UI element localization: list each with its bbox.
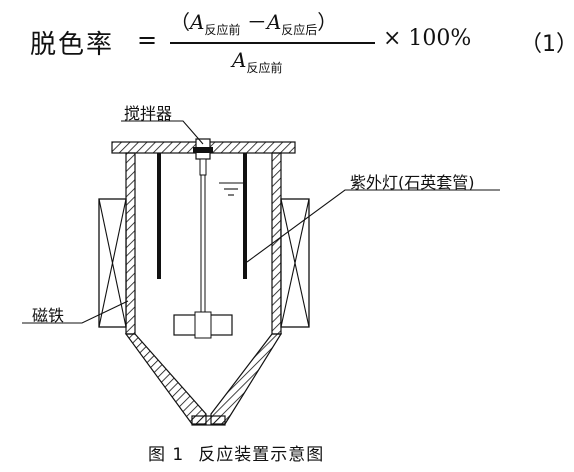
stirrer-hub xyxy=(194,311,212,339)
vessel-cone-right xyxy=(210,333,283,425)
numerator-close-paren: ） xyxy=(317,10,338,34)
label-magnet: 磁铁 xyxy=(32,306,65,325)
formula-denominator: A反应前 xyxy=(232,48,283,75)
uv-lamp-leader xyxy=(246,189,500,263)
fraction-bar xyxy=(170,42,375,44)
stirrer-coupling xyxy=(193,147,213,153)
vessel-outlet xyxy=(191,415,226,426)
numerator-var-2: A xyxy=(266,10,282,34)
stirrer-shaft-top xyxy=(199,158,207,176)
numerator-var-1: A xyxy=(190,10,205,34)
formula-numerator: （A反应前 －A反应后） xyxy=(170,6,338,37)
denominator-var: A xyxy=(232,48,247,72)
numerator-sub-1: 反应前 xyxy=(204,23,241,37)
uv-lamp-left xyxy=(157,153,161,279)
numerator-open-paren: （ xyxy=(170,10,190,34)
label-stirrer: 搅拌器 xyxy=(124,104,173,123)
formula-rhs: × 100% xyxy=(383,26,472,51)
vessel-right-wall xyxy=(271,152,282,335)
denominator-sub: 反应前 xyxy=(246,61,283,75)
magnet-leader xyxy=(22,300,129,324)
vessel-left-wall xyxy=(125,152,136,335)
label-uv-lamp: 紫外灯(石英套管) xyxy=(350,173,475,192)
stirrer-shaft xyxy=(200,174,206,316)
numerator-minus: － xyxy=(246,10,267,34)
vessel-cone-left xyxy=(124,333,207,425)
formula-tag: （1） xyxy=(520,32,574,57)
stirrer-leader xyxy=(121,120,204,145)
numerator-sub-2: 反应后 xyxy=(281,23,318,37)
caption-title: 反应装置示意图 xyxy=(198,445,325,465)
magnet-left-cross-2 xyxy=(98,198,127,328)
formula-lhs: 脱色率 xyxy=(30,30,115,60)
formula-equals: = xyxy=(137,26,158,54)
figure-caption: 图 1 反应装置示意图 xyxy=(148,440,324,465)
caption-number: 图 1 xyxy=(148,445,185,465)
uv-lamp-right xyxy=(243,153,247,279)
degradation-formula: 脱色率 = （A反应前 －A反应后） A反应前 × 100% （1） xyxy=(0,0,574,80)
